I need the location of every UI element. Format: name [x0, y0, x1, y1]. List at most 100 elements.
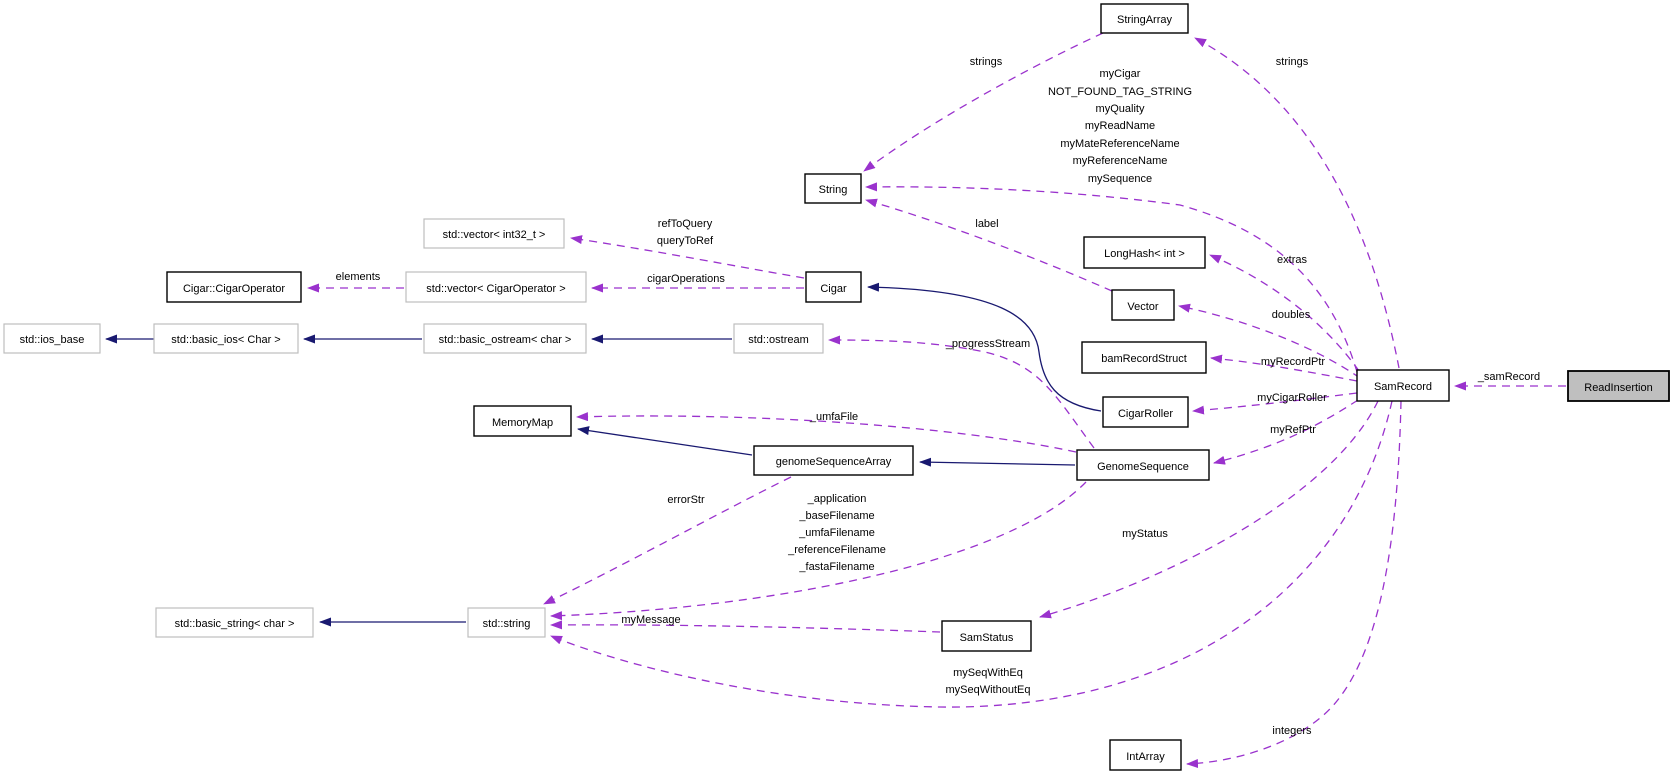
- node-cigarroller[interactable]: CigarRoller: [1102, 396, 1189, 428]
- node-string[interactable]: String: [804, 173, 862, 204]
- edge-samrecord-string: [865, 182, 1358, 373]
- edge-label-myrecordptr: myRecordPtr: [1261, 356, 1326, 368]
- edge-label-myreadname: myReadName: [1085, 120, 1155, 132]
- edge-label-strings-right: strings: [1276, 56, 1309, 68]
- node-memorymap[interactable]: MemoryMap: [473, 405, 572, 437]
- node-std-vector-int32: std::vector< int32_t >: [423, 218, 565, 249]
- edge-label-myrefptr: myRefPtr: [1270, 424, 1316, 436]
- edge-samrecord-bamrecordstruct: [1210, 354, 1358, 382]
- edge-label-strings-left: strings: [970, 56, 1003, 68]
- edge-samrecord-stdstring: [550, 400, 1393, 708]
- node-cigar-label: Cigar: [820, 283, 847, 295]
- edge-label-mysequence: mySequence: [1088, 173, 1152, 185]
- edge-stringarray-string: [863, 32, 1104, 172]
- node-vector[interactable]: Vector: [1111, 289, 1175, 321]
- edge-samrecord-longhash: [1209, 254, 1360, 372]
- edge-genomesequence-ostream: [828, 335, 1095, 449]
- edge-label-mymatereferencename: myMateReferenceName: [1060, 138, 1179, 150]
- node-std-basic-ostream-label: std::basic_ostream< char >: [439, 334, 572, 346]
- edge-label-extras: extras: [1277, 254, 1307, 266]
- node-samstatus-label: SamStatus: [960, 632, 1014, 644]
- node-bamrecordstruct[interactable]: bamRecordStruct: [1081, 341, 1207, 374]
- edge-samstatus-stdstring: [550, 620, 941, 633]
- node-longhash-label: LongHash< int >: [1104, 248, 1185, 260]
- nodes: StringArray String std::vector< int32_t …: [3, 3, 1670, 771]
- edge-genomesequencearray-memorymap: [577, 426, 753, 456]
- edge-label-mycigarroller: myCigarRoller: [1257, 392, 1327, 404]
- node-std-string-label: std::string: [483, 618, 531, 630]
- node-samrecord[interactable]: SamRecord: [1356, 369, 1450, 402]
- node-std-basic-ios-label: std::basic_ios< Char >: [171, 334, 280, 346]
- node-bamrecordstruct-label: bamRecordStruct: [1101, 353, 1187, 365]
- node-std-basic-ios: std::basic_ios< Char >: [153, 323, 299, 354]
- edge-samrecord-stringarray: [1194, 37, 1400, 369]
- edge-label-myseqwithouteq: mySeqWithoutEq: [946, 684, 1031, 696]
- edge-label-cigaroperations: cigarOperations: [647, 273, 725, 285]
- node-std-vector-cigaroperator: std::vector< CigarOperator >: [405, 271, 587, 303]
- node-std-string: std::string: [467, 607, 546, 638]
- node-std-ostream-label: std::ostream: [748, 334, 809, 346]
- edge-genomesequence-memorymap: [576, 412, 1077, 453]
- edge-genomesequence-genomesequencearray: [919, 457, 1076, 467]
- node-stringarray[interactable]: StringArray: [1100, 3, 1189, 34]
- node-string-label: String: [819, 184, 848, 196]
- edge-label-reftoquery: refToQuery: [658, 218, 713, 230]
- edge-label-notfoundtagstring: NOT_FOUND_TAG_STRING: [1048, 86, 1192, 98]
- edge-label-umfafile: _umfaFile: [809, 411, 858, 423]
- edge-label-mymessage: myMessage: [621, 614, 680, 626]
- node-cigarroller-label: CigarRoller: [1118, 408, 1173, 420]
- edge-label-mystatus: myStatus: [1122, 528, 1168, 540]
- edge-samrecord-genomesequence: [1213, 399, 1359, 465]
- edges: [105, 32, 1566, 769]
- edge-label-doubles: doubles: [1272, 309, 1311, 321]
- edge-label-basefilename: _baseFilename: [798, 510, 874, 522]
- edge-genomesequencearray-stdstring: [543, 476, 792, 605]
- edge-label-myseqwitheq: mySeqWithEq: [953, 667, 1023, 679]
- edge-samrecord-samstatus: [1039, 400, 1379, 619]
- edge-label-querytoref: queryToRef: [657, 235, 714, 247]
- edge-label-errorstr: errorStr: [667, 494, 705, 506]
- node-stringarray-label: StringArray: [1117, 14, 1173, 26]
- edge-cigarroller-cigar: [867, 282, 1102, 412]
- edge-samrecord-vector: [1178, 303, 1361, 379]
- node-std-ios-base-label: std::ios_base: [20, 334, 85, 346]
- edge-label-label: label: [975, 218, 998, 230]
- node-std-vector-cigaroperator-label: std::vector< CigarOperator >: [426, 283, 565, 295]
- edge-label-mycigar: myCigar: [1100, 68, 1141, 80]
- edge-label-samrecord-ref: _samRecord: [1477, 371, 1540, 383]
- node-memorymap-label: MemoryMap: [492, 417, 553, 429]
- node-readinsertion: ReadInsertion: [1567, 370, 1670, 402]
- node-std-basic-string: std::basic_string< char >: [155, 607, 314, 638]
- edge-label-elements: elements: [336, 271, 381, 283]
- node-genomesequencearray[interactable]: genomeSequenceArray: [753, 445, 914, 476]
- edge-labels: strings strings myCigar NOT_FOUND_TAG_ST…: [336, 56, 1541, 737]
- edge-vector-string: [865, 198, 1113, 292]
- edge-label-progressstream: _progressStream: [945, 338, 1030, 350]
- node-cigar[interactable]: Cigar: [805, 271, 862, 303]
- edge-label-fastafilename: _fastaFilename: [798, 561, 874, 573]
- node-std-basic-ostream: std::basic_ostream< char >: [423, 323, 587, 354]
- node-cigar-cigaroperator[interactable]: Cigar::CigarOperator: [166, 271, 302, 303]
- node-std-ios-base: std::ios_base: [3, 323, 101, 354]
- edge-samrecord-intarray: [1186, 400, 1402, 769]
- edge-label-referencefilename: _referenceFilename: [787, 544, 886, 556]
- node-longhash[interactable]: LongHash< int >: [1083, 236, 1206, 269]
- edge-genomesequence-stdstring: [550, 481, 1087, 621]
- node-intarray[interactable]: IntArray: [1109, 739, 1182, 771]
- node-samrecord-label: SamRecord: [1374, 381, 1432, 393]
- node-std-ostream: std::ostream: [733, 323, 824, 354]
- node-genomesequence-label: GenomeSequence: [1097, 461, 1189, 473]
- edge-label-application: _application: [807, 493, 867, 505]
- edge-label-myreferencename: myReferenceName: [1073, 155, 1168, 167]
- node-std-vector-int32-label: std::vector< int32_t >: [443, 229, 546, 241]
- node-samstatus[interactable]: SamStatus: [941, 620, 1032, 652]
- node-genomesequence[interactable]: GenomeSequence: [1076, 449, 1210, 481]
- node-intarray-label: IntArray: [1126, 751, 1165, 763]
- node-genomesequencearray-label: genomeSequenceArray: [776, 456, 892, 468]
- node-vector-label: Vector: [1127, 301, 1159, 313]
- node-cigar-cigaroperator-label: Cigar::CigarOperator: [183, 283, 285, 295]
- edge-label-umfafilename: _umfaFilename: [798, 527, 875, 539]
- edge-label-integers: integers: [1272, 725, 1312, 737]
